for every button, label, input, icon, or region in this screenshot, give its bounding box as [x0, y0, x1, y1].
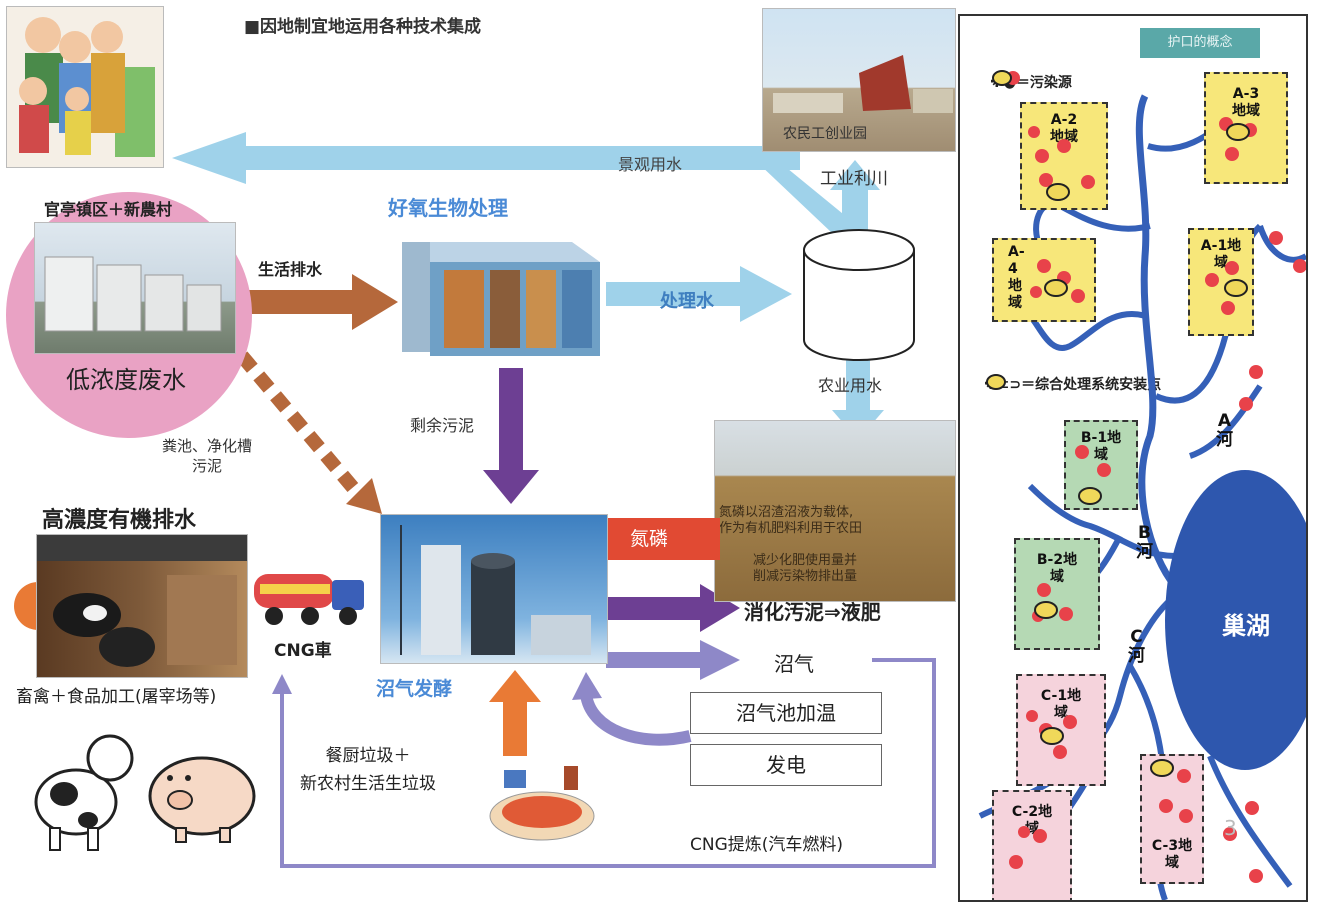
treated-water-label: 处理水	[660, 291, 714, 312]
orange-half-circle	[14, 582, 38, 630]
industry-branch-arrow	[740, 146, 870, 250]
river-a-label: A 河	[1216, 411, 1233, 450]
biogas-ferment-label: 沼气发酵	[376, 678, 453, 700]
page-title: ■因地制宜地运用各种技术集成	[244, 17, 482, 37]
lake-name: 巢湖	[1222, 612, 1270, 640]
map-header: 护口的概念	[1140, 28, 1260, 58]
zone-a4: A- 4 地 域	[992, 238, 1096, 322]
cng-truck-icon	[254, 574, 364, 625]
field-text-3: 减少化肥使用量并	[753, 553, 858, 568]
aerobic-tank-image	[392, 222, 604, 362]
landscape-water-label: 景观用水	[618, 155, 683, 174]
domestic-sewage-arrow	[236, 274, 398, 330]
cng-refine-label: CNG提炼(汽车燃料)	[690, 835, 844, 855]
heating-loop-arrow	[580, 692, 692, 746]
river-c-label: C 河	[1128, 627, 1145, 666]
industry-use-arrow	[830, 160, 880, 232]
cng-return-line	[280, 658, 936, 868]
biogas-arrow	[606, 640, 740, 680]
zone-c1: C-1地 域	[1016, 674, 1106, 786]
heating-box: 沼气池加温	[690, 692, 882, 734]
landscape-water-arrow	[172, 132, 800, 184]
pig-icon	[148, 756, 256, 843]
zone-c3: C-3地 域	[1140, 754, 1204, 884]
cng-truck-label: CNG車	[274, 641, 332, 661]
agri-use-label: 农业用水	[818, 376, 883, 395]
kitchen-waste-label: 餐厨垃圾＋ 新农村生活生垃圾	[300, 746, 436, 794]
low-conc-label: 低浓度废水	[66, 366, 186, 394]
storage-tank-icon	[803, 229, 915, 361]
zone-c2: C-2地 域	[992, 790, 1072, 900]
septic-sludge-label: 粪池、净化槽 污泥	[162, 437, 253, 475]
kitchen-waste-arrow	[489, 670, 541, 756]
septic-sludge-arrow-head	[346, 478, 382, 514]
page-number: 3	[1224, 816, 1237, 840]
food-waste-icon	[489, 766, 595, 841]
domestic-sewage-label: 生活排水	[258, 260, 323, 279]
treated-water-arrow	[606, 266, 792, 322]
town-photo	[34, 222, 236, 354]
field-text-1: 氮磷以沼渣沼液为载体,	[719, 505, 854, 520]
flow-arrows	[14, 132, 936, 868]
family-photo	[6, 6, 164, 168]
high-conc-title: 高濃度有機排水	[42, 508, 197, 533]
lake-area-map: 护口的概念 ※●＝污染源 ※⊂⊃＝综合处理系统安装点 巢湖 A 河 B 河 C …	[958, 14, 1308, 902]
pollution-markers	[986, 70, 1306, 883]
livestock-caption: 畜禽＋食品加工(屠宰场等)	[16, 687, 217, 707]
town-title: 官亭镇区＋新農村	[44, 200, 173, 219]
industry-use-label: 工业利川	[820, 169, 888, 189]
field-text-2: 作为有机肥料利用于农田	[719, 521, 863, 536]
power-box: 发电	[690, 744, 882, 786]
zone-b2: B-2地 域	[1014, 538, 1100, 650]
field-text-4: 削减污染物排出量	[753, 569, 858, 584]
aerobic-title: 好氧生物处理	[388, 196, 508, 220]
river-b-label: B 河	[1136, 523, 1153, 562]
field-photo: 氮磷以沼渣沼液为载体, 作为有机肥料利用于农田 减少化肥使用量并 削减污染物排出…	[714, 420, 956, 602]
agri-use-arrow	[832, 356, 884, 440]
digester-photo	[380, 514, 608, 664]
park-photo: 农民工创业园	[762, 8, 956, 152]
biogas-label: 沼气	[774, 652, 814, 676]
digested-sludge-label: 消化汚泥⇒液肥	[744, 600, 881, 624]
livestock-photo	[36, 534, 248, 678]
excess-sludge-label: 剩余污泥	[410, 416, 475, 435]
legend-treatment-site: ※⊂⊃＝综合处理系统安装点	[984, 377, 1162, 393]
digested-sludge-arrow	[606, 584, 740, 632]
cow-icon	[34, 734, 134, 851]
park-caption: 农民工创业园	[783, 126, 867, 142]
excess-sludge-arrow	[483, 368, 539, 504]
